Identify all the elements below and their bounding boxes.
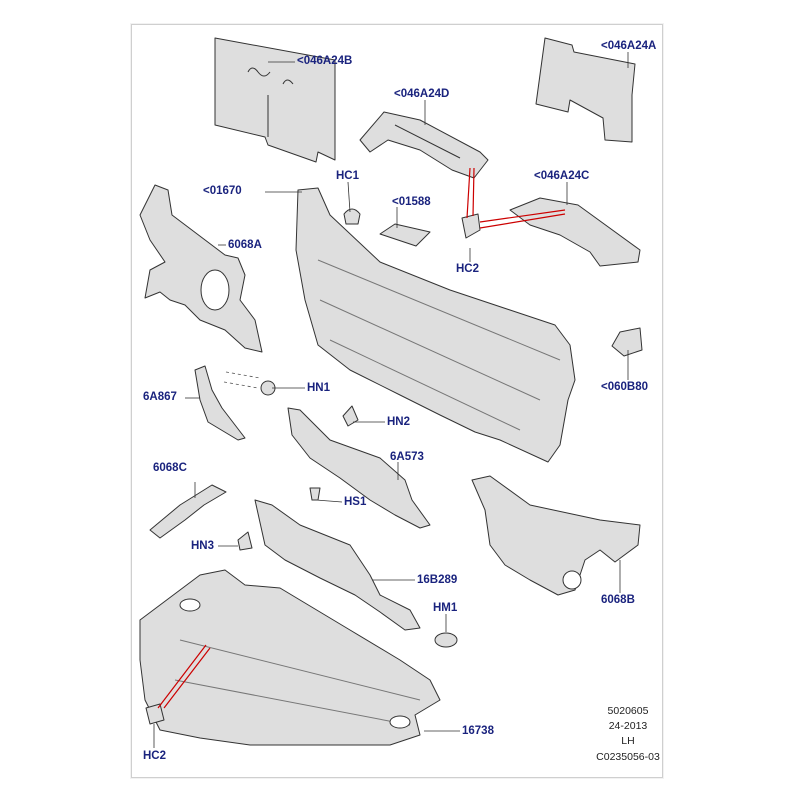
label-HS1: HS1 [344, 496, 367, 508]
part-HN3 [237, 531, 253, 551]
label-01588: <01588 [392, 196, 431, 208]
part-046A24C [509, 197, 641, 267]
ref-date: 24-2013 [608, 720, 648, 732]
part-HC1 [343, 208, 361, 225]
label-HN3: HN3 [191, 540, 215, 552]
part-6068A [139, 184, 263, 353]
label-046A24B: <046A24B [297, 55, 353, 67]
part-HS1 [309, 487, 321, 501]
part-6A867 [194, 365, 246, 441]
part-046A24A [535, 37, 636, 143]
part-HC2-top [461, 213, 481, 239]
part-046A24B [214, 37, 336, 163]
label-01670: <01670 [203, 185, 242, 197]
part-01588 [379, 223, 431, 247]
label-HC2-top: HC2 [456, 263, 480, 275]
label-6068A: 6068A [228, 239, 262, 251]
label-HN1: HN1 [307, 382, 331, 394]
part-046A24D [359, 111, 489, 179]
label-16738: 16738 [462, 725, 494, 737]
label-6068C: 6068C [153, 462, 187, 474]
label-HM1: HM1 [433, 602, 458, 614]
ref-number: 5020605 [607, 705, 649, 717]
part-6068B [471, 475, 641, 596]
part-16B289 [254, 499, 421, 631]
part-6A573 [287, 407, 431, 529]
label-16B289: 16B289 [417, 574, 458, 586]
label-046A24D: <046A24D [394, 88, 450, 100]
part-6068C [149, 484, 227, 539]
part-HC2-bottom [145, 703, 165, 725]
label-HC1: HC1 [336, 170, 360, 182]
label-060B80: <060B80 [601, 381, 648, 393]
part-16738 [139, 569, 441, 746]
ref-code: C0235056-03 [596, 751, 660, 763]
label-6A867: 6A867 [143, 391, 177, 403]
part-HN2 [342, 405, 359, 427]
label-6A573: 6A573 [390, 451, 424, 463]
label-6068B: 6068B [601, 594, 635, 606]
label-046A24C: <046A24C [534, 170, 590, 182]
part-HM1 [434, 632, 458, 648]
ref-side: LH [621, 735, 635, 747]
part-060B80 [611, 327, 643, 357]
label-046A24A: <046A24A [601, 40, 657, 52]
label-HN2: HN2 [387, 416, 411, 428]
part-01670 [295, 187, 576, 463]
label-HC2-bottom: HC2 [143, 750, 167, 762]
